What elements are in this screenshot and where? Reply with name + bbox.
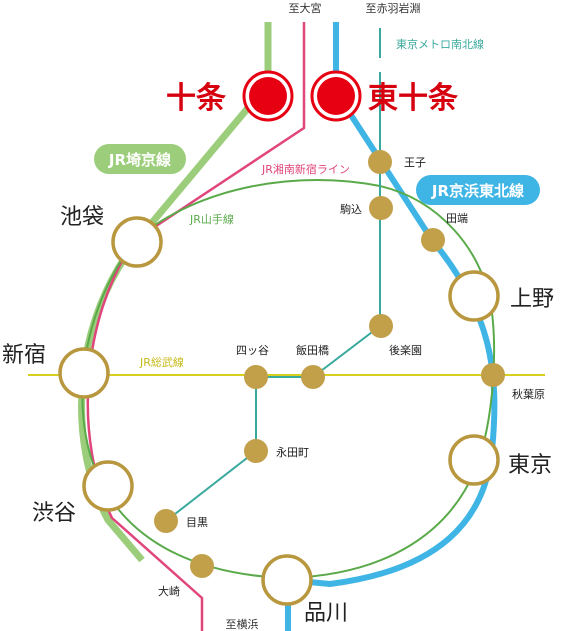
station-label-akihabara: 秋葉原 — [512, 387, 545, 401]
station-ikebukuro — [111, 216, 163, 268]
station-label-shinagawa: 品川 — [304, 601, 348, 626]
station-oji — [368, 150, 392, 174]
station-iidabashi — [301, 365, 325, 389]
station-label-iidabashi: 飯田橋 — [296, 343, 329, 357]
station-label-ikebukuro: 池袋 — [60, 205, 104, 230]
station-label-meguro: 目黒 — [186, 516, 208, 529]
station-komagome — [369, 196, 393, 220]
station-shinjuku — [58, 347, 110, 399]
station-meguro — [154, 509, 178, 533]
station-label-osaki: 大崎 — [158, 584, 180, 598]
station-label-korakuen: 後楽園 — [389, 343, 422, 357]
station-label-jujo: 十条 — [166, 81, 226, 116]
keihin-tohoku-line-label: JR京浜東北線 — [416, 175, 540, 205]
station-label-shibuya: 渋谷 — [32, 501, 76, 526]
station-yotsuya — [244, 365, 268, 389]
svg-text:JR京浜東北線: JR京浜東北線 — [431, 182, 524, 200]
station-ueno — [448, 270, 500, 322]
station-label-higashi-jujo: 東十条 — [368, 81, 458, 116]
destination-omiya: 至大宮 — [289, 1, 322, 15]
station-osaki — [190, 554, 214, 578]
saikyo-line-label: JR埼京線 — [94, 144, 186, 174]
station-label-nagatacho: 永田町 — [276, 445, 309, 459]
shonan-shinjuku-line-label: JR湘南新宿ライン — [261, 162, 350, 176]
station-label-shinjuku: 新宿 — [2, 343, 46, 368]
station-label-tabata: 田端 — [446, 212, 468, 225]
station-korakuen — [369, 314, 393, 338]
svg-text:JR埼京線: JR埼京線 — [108, 151, 171, 169]
station-tabata — [421, 228, 445, 252]
station-shibuya — [82, 460, 134, 512]
station-label-oji: 王子 — [404, 156, 426, 169]
station-jujo — [242, 70, 294, 122]
sobu-line-label: JR総武線 — [139, 355, 184, 369]
station-label-ueno: 上野 — [510, 287, 554, 312]
station-label-yotsuya: 四ッ谷 — [236, 344, 269, 357]
station-shinagawa — [261, 554, 313, 606]
station-higashi-jujo — [310, 70, 362, 122]
station-label-komagome: 駒込 — [340, 203, 362, 216]
station-akihabara — [481, 363, 505, 387]
destination-akabane-iwabuchi: 至赤羽岩淵 — [366, 1, 421, 15]
yamanote-line-label: JR山手線 — [189, 212, 234, 226]
station-tokyo — [448, 434, 500, 486]
station-label-tokyo: 東京 — [508, 453, 552, 478]
destination-yokohama: 至横浜 — [226, 617, 259, 631]
nanboku-line-label: 東京メトロ南北線 — [396, 37, 484, 51]
station-nagatacho — [244, 439, 268, 463]
